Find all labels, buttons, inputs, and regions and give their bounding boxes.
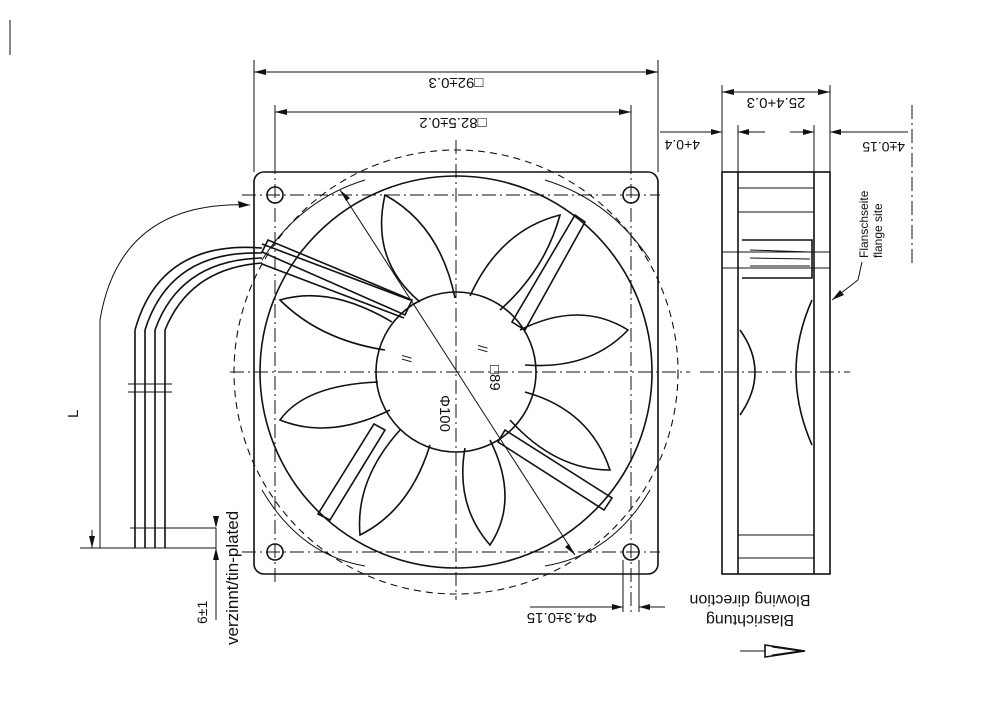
dim-right-flange: 4±0.15 (790, 125, 908, 172)
blade-diameter-label: Φ100 (436, 395, 453, 432)
strip-length-label: 6±1 (194, 601, 210, 624)
svg-text://: // (399, 355, 414, 363)
blowing-direction: Blasrichtung Blowing direction (690, 591, 811, 658)
side-view (700, 105, 913, 575)
blowing-arrow-icon (764, 644, 806, 658)
hub-square-label: □89 (486, 365, 503, 391)
dim-depth: 25.4+0.3 (721, 85, 831, 172)
hole-diameter-label: Φ4.3±0.15 (527, 609, 597, 626)
flange-de-label: Flanschseite (857, 190, 871, 258)
front-view: Φ100 □89 // // (230, 140, 690, 615)
hole-spacing-label: □82.5±0.2 (419, 114, 486, 131)
depth-label: 25.4+0.3 (747, 94, 806, 111)
right-flange-label: 4±0.15 (862, 139, 905, 155)
cable-leads: L 6±1 verzinnt/tin-plated (65, 201, 263, 645)
flange-side-annotation: Flanschseite flange site (831, 190, 885, 301)
svg-text://: // (475, 345, 490, 353)
blowing-en-label: Blowing direction (690, 591, 811, 608)
dim-hole-diameter: Φ4.3±0.15 (527, 560, 665, 626)
flange-en-label: flange site (871, 203, 885, 258)
side-frame (721, 171, 831, 575)
left-flange-label: 4+0.4 (664, 137, 700, 153)
dim-left-flange: 4+0.4 (660, 125, 765, 172)
fan-blades (278, 193, 630, 547)
lead-length-label: L (65, 410, 82, 418)
tin-plated-label: verzinnt/tin-plated (223, 511, 242, 645)
dim-hole-spacing: □82.5±0.2 (274, 105, 632, 160)
mounting-holes (266, 186, 640, 561)
outer-width-label: □92±0.3 (429, 74, 484, 91)
dim-outer-width: □92±0.3 (253, 60, 659, 172)
motor-struts (260, 213, 614, 522)
blowing-de-label: Blasrichtung (706, 611, 794, 628)
